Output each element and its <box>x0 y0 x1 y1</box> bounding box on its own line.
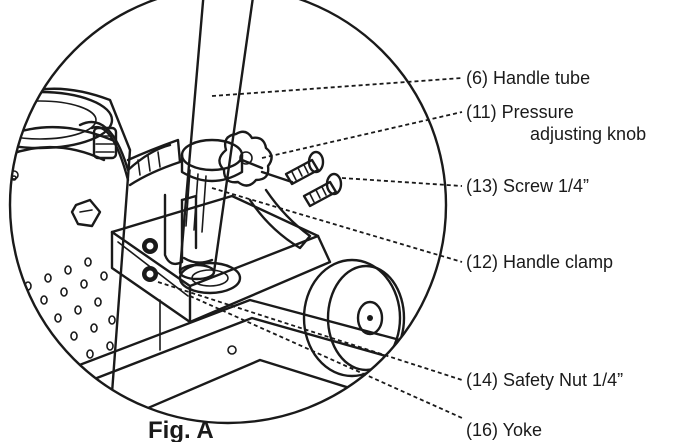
safety-nuts <box>142 238 158 282</box>
label-handle-clamp: (12) Handle clamp <box>466 252 613 272</box>
label-safety-nut: (14) Safety Nut 1/4” <box>466 370 623 390</box>
detail-illustration <box>8 0 448 425</box>
label-screw: (13) Screw 1/4” <box>466 176 589 196</box>
screws <box>284 150 343 208</box>
tank <box>10 87 182 422</box>
label-pressure-knob-line2: adjusting knob <box>530 124 646 144</box>
leader-safety-nut <box>157 281 463 381</box>
leader-yoke <box>189 295 463 419</box>
figure-caption: Fig. A <box>148 417 214 442</box>
leader-lines <box>157 77 463 419</box>
pressure-knob-part <box>218 130 294 187</box>
label-pressure-knob: (11) Pressure <box>466 102 574 122</box>
leader-handle-clamp <box>211 187 463 263</box>
handle-tube-part <box>178 0 256 281</box>
handle-clamp-part <box>180 138 264 233</box>
detail-circle <box>8 0 448 425</box>
callout-labels: (6) Handle tube (11) Pressure adjusting … <box>148 68 646 442</box>
leader-pressure-knob <box>261 111 463 159</box>
label-handle-tube: (6) Handle tube <box>466 68 590 88</box>
leader-handle-tube <box>211 77 463 97</box>
wheel <box>302 258 406 378</box>
leader-screw <box>341 177 463 187</box>
label-yoke: (16) Yoke <box>466 420 542 440</box>
